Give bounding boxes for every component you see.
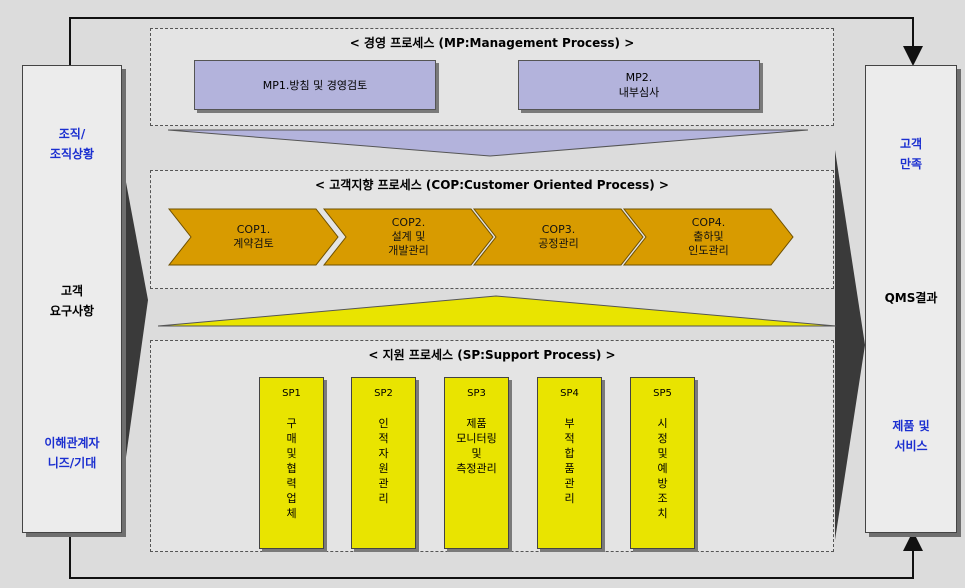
customer-process-header: < 고객지향 프로세스 (COP:Customer Oriented Proce… bbox=[315, 178, 669, 192]
right-flow-arrow bbox=[835, 150, 865, 540]
support-process-header: < 지원 프로세스 (SP:Support Process) > bbox=[368, 348, 616, 362]
sp4-code: SP4 bbox=[560, 388, 579, 399]
org-context-label: 조직/ 조직상황 bbox=[49, 127, 95, 161]
cop2-chevron bbox=[322, 208, 494, 266]
cop1-chevron bbox=[167, 208, 339, 266]
sp2-label: 인 적 자 원 관 리 bbox=[378, 417, 389, 505]
support-up-arrow bbox=[158, 295, 837, 327]
sp1-box: SP1 구 매 및 협 력 업 체 bbox=[259, 377, 324, 549]
qms-result-label: QMS결과 bbox=[884, 291, 938, 305]
management-process-header: < 경영 프로세스 (MP:Management Process) > bbox=[349, 36, 635, 50]
cop2-label: COP2. 설계 및 개발관리 bbox=[388, 216, 429, 257]
sp5-label: 시 정 및 예 방 조 치 bbox=[657, 417, 668, 520]
cop4-chevron bbox=[622, 208, 794, 266]
sp3-box: SP3 제품 모니터링 및 측정관리 bbox=[444, 377, 509, 549]
product-service-label: 제품 및 서비스 bbox=[892, 419, 930, 453]
sp3-code: SP3 bbox=[467, 388, 486, 399]
sp1-label: 구 매 및 협 력 업 체 bbox=[286, 417, 297, 520]
cop4-label: COP4. 출하및 인도관리 bbox=[688, 216, 729, 257]
cop3-label: COP3. 공정관리 bbox=[538, 223, 579, 250]
right-output-panel: 고객 만족 QMS결과 제품 및 서비스 bbox=[865, 65, 957, 533]
stakeholder-needs-label: 이해관계자 니즈/기대 bbox=[44, 436, 100, 470]
customer-process-section: < 고객지향 프로세스 (COP:Customer Oriented Proce… bbox=[150, 170, 834, 289]
sp4-label: 부 적 합 품 관 리 bbox=[564, 417, 575, 505]
mp2-box: MP2. 내부심사 bbox=[518, 60, 760, 110]
sp2-box: SP2 인 적 자 원 관 리 bbox=[351, 377, 416, 549]
sp4-box: SP4 부 적 합 품 관 리 bbox=[537, 377, 602, 549]
sp2-code: SP2 bbox=[374, 388, 393, 399]
management-down-arrow bbox=[168, 129, 808, 157]
management-process-section: < 경영 프로세스 (MP:Management Process) > MP1.… bbox=[150, 28, 834, 126]
cop1-label: COP1. 계약검토 bbox=[233, 223, 274, 250]
mp1-box: MP1.방침 및 경영검토 bbox=[194, 60, 436, 110]
cop3-chevron bbox=[472, 208, 644, 266]
sp5-box: SP5 시 정 및 예 방 조 치 bbox=[630, 377, 695, 549]
cop-chevrons bbox=[167, 208, 794, 266]
customer-requirements-label: 고객 요구사항 bbox=[49, 284, 95, 318]
sp3-label: 제품 모니터링 및 측정관리 bbox=[456, 417, 497, 475]
left-flow-arrow bbox=[120, 150, 148, 500]
support-process-section: < 지원 프로세스 (SP:Support Process) > SP1 구 매… bbox=[150, 340, 834, 552]
sp1-code: SP1 bbox=[282, 388, 301, 399]
left-input-panel: 조직/ 조직상황 고객 요구사항 이해관계자 니즈/기대 bbox=[22, 65, 122, 533]
customer-satisfaction-label: 고객 만족 bbox=[899, 137, 923, 171]
sp5-code: SP5 bbox=[653, 388, 672, 399]
